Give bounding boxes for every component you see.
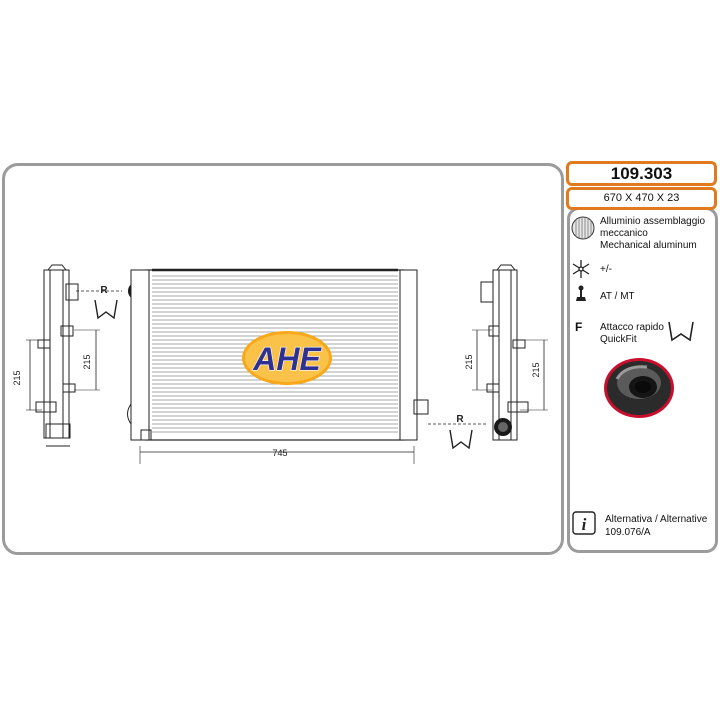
gear-lever-icon <box>576 285 586 301</box>
left-side-view <box>26 264 122 447</box>
ahe-logo: AHE <box>242 331 332 385</box>
right-outlet-bore <box>498 422 508 432</box>
quickfit-photo <box>604 358 674 418</box>
snowflake-icon <box>572 260 590 278</box>
transmission-label: AT / MT <box>600 291 635 302</box>
material-label-1: Alluminio assemblaggio <box>600 216 706 227</box>
alternative-code: 109.076/A <box>605 527 651 538</box>
fitting-label-2: QuickFit <box>600 334 637 345</box>
fitting-letter: F <box>575 320 583 334</box>
left-dim-b: 215 <box>82 354 92 369</box>
material-icon <box>571 216 595 240</box>
left-dim-a: 215 <box>12 370 22 385</box>
material-label-3: Mechanical aluminum <box>600 240 697 251</box>
fitting-label-1: Attacco rapido <box>600 322 664 333</box>
svg-text:i: i <box>582 515 587 534</box>
logo-text: AHE <box>252 341 322 377</box>
core-width-label: 745 <box>272 448 287 458</box>
info-icon: i <box>572 511 596 535</box>
right-flag-r: R <box>456 414 464 425</box>
right-dim-b: 215 <box>531 362 541 377</box>
quickfit-clip-icon <box>668 321 694 342</box>
left-flag-r: R <box>100 285 108 296</box>
right-side-view <box>449 264 548 450</box>
product-code: 109.303 <box>566 161 717 186</box>
alternative-label-1: Alternativa / Alternative <box>605 514 708 525</box>
right-dim-a: 215 <box>464 354 474 369</box>
material-label-2: meccanico <box>600 228 648 239</box>
ac-label: +/- <box>600 264 612 275</box>
product-dimensions: 670 X 470 X 23 <box>566 187 717 210</box>
